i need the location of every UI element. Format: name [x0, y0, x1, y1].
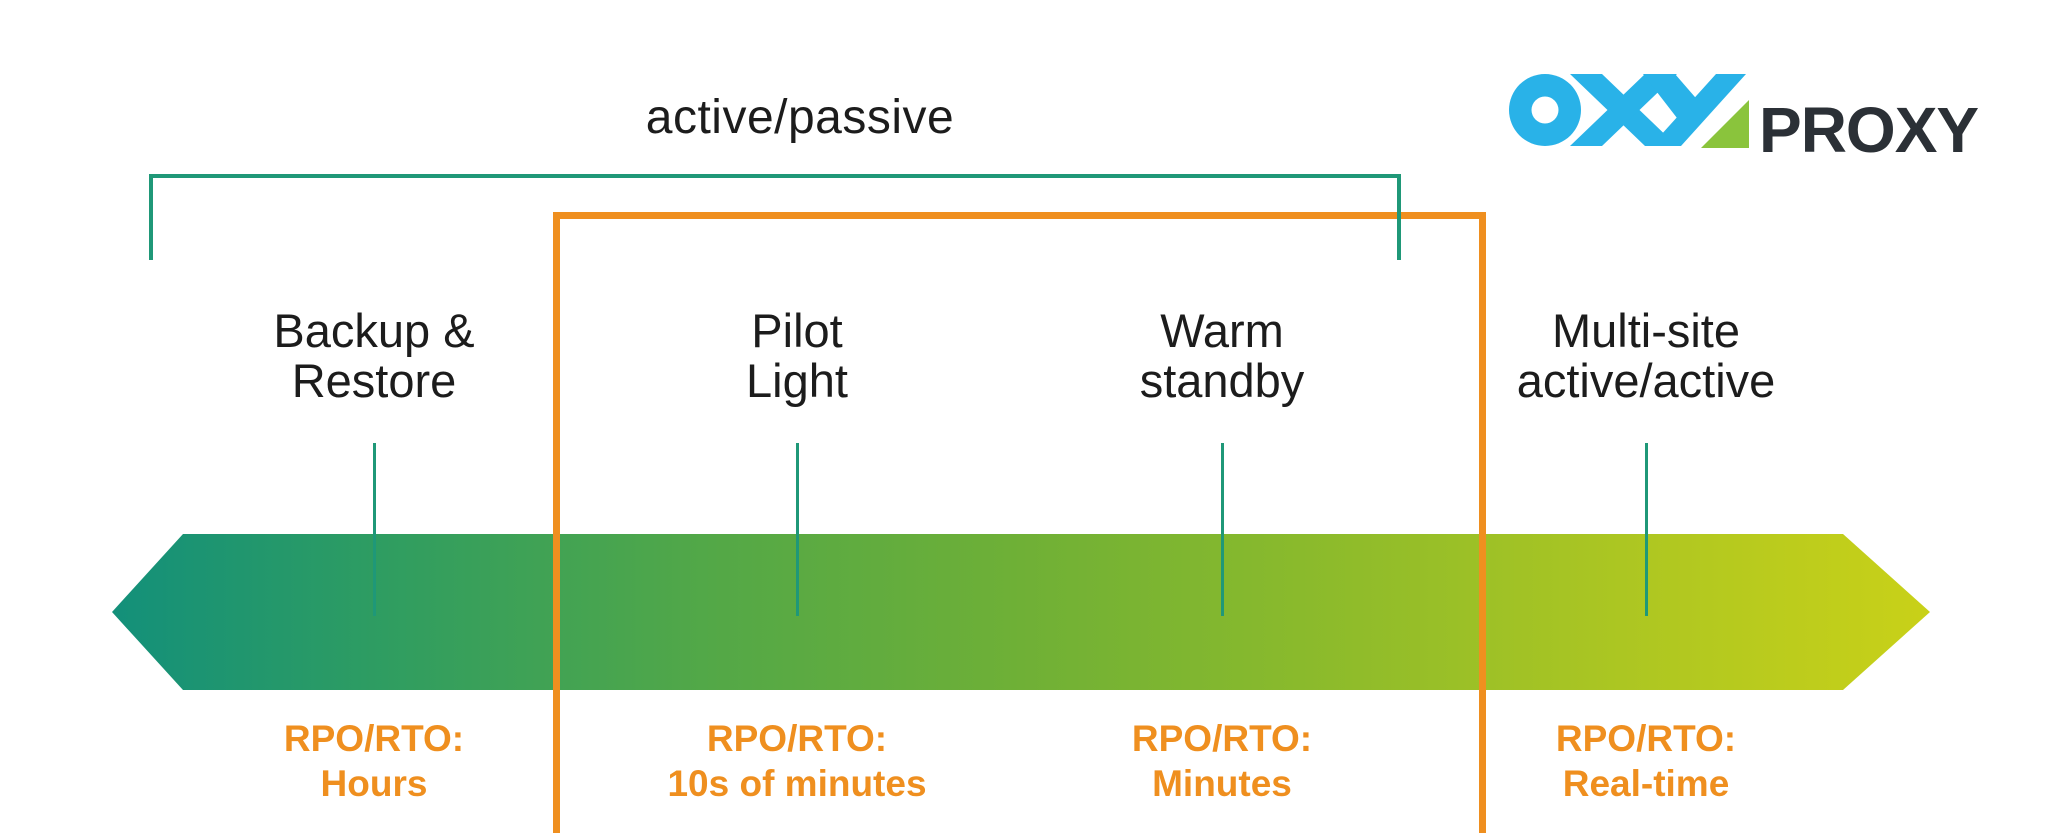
stage-label-line: Warm [1160, 304, 1284, 357]
stage-label-line: Light [746, 354, 848, 407]
active-passive-bracket [149, 174, 1401, 260]
rpo-label-line: RPO/RTO: [1131, 718, 1313, 759]
stage-label-line: standby [1139, 354, 1305, 407]
stage-tick-multi-site [1644, 443, 1648, 616]
logo-x-glyph [1570, 74, 1677, 146]
stage-label-line: Multi-site [1551, 304, 1741, 357]
logo-proxy-text: PROXY [1759, 94, 1978, 166]
rpo-label-line: Real-time [1562, 763, 1730, 804]
stage-label-multi-site: Multi-site active/active [1446, 306, 1846, 406]
stage-label-pilot-light: Pilot Light [597, 306, 997, 406]
stage-label-backup-restore: Backup & Restore [174, 306, 574, 406]
rpo-label-line: RPO/RTO: [1555, 718, 1737, 759]
rpo-label-warm-standby: RPO/RTO: Minutes [1032, 716, 1412, 806]
rpo-label-line: RPO/RTO: [706, 718, 888, 759]
logo-green-triangle-icon [1701, 100, 1749, 148]
rpo-label-line: 10s of minutes [667, 763, 927, 804]
stage-tick-backup-restore [372, 443, 376, 616]
orange-bracket [553, 212, 1486, 833]
rpo-label-multi-site: RPO/RTO: Real-time [1456, 716, 1836, 806]
rpo-label-line: RPO/RTO: [283, 718, 465, 759]
rpo-label-pilot-light: RPO/RTO: 10s of minutes [607, 716, 987, 806]
stage-label-line: Pilot [751, 304, 843, 357]
stage-label-line: Restore [291, 354, 457, 407]
active-passive-label: active/passive [645, 91, 955, 144]
oxyproxy-logo: PROXY [1509, 74, 1979, 166]
timeline-arrow-shape [112, 534, 1930, 690]
stage-tick-warm-standby [1220, 443, 1224, 616]
rpo-label-backup-restore: RPO/RTO: Hours [184, 716, 564, 806]
stage-label-warm-standby: Warm standby [1022, 306, 1422, 406]
logo-y-glyph [1643, 74, 1746, 146]
rpo-label-line: Hours [320, 763, 428, 804]
stage-label-line: active/active [1516, 354, 1776, 407]
rpo-label-line: Minutes [1152, 763, 1292, 804]
logo-o-glyph [1509, 74, 1581, 146]
stage-label-line: Backup & [273, 304, 475, 357]
stage-tick-pilot-light [795, 443, 799, 616]
